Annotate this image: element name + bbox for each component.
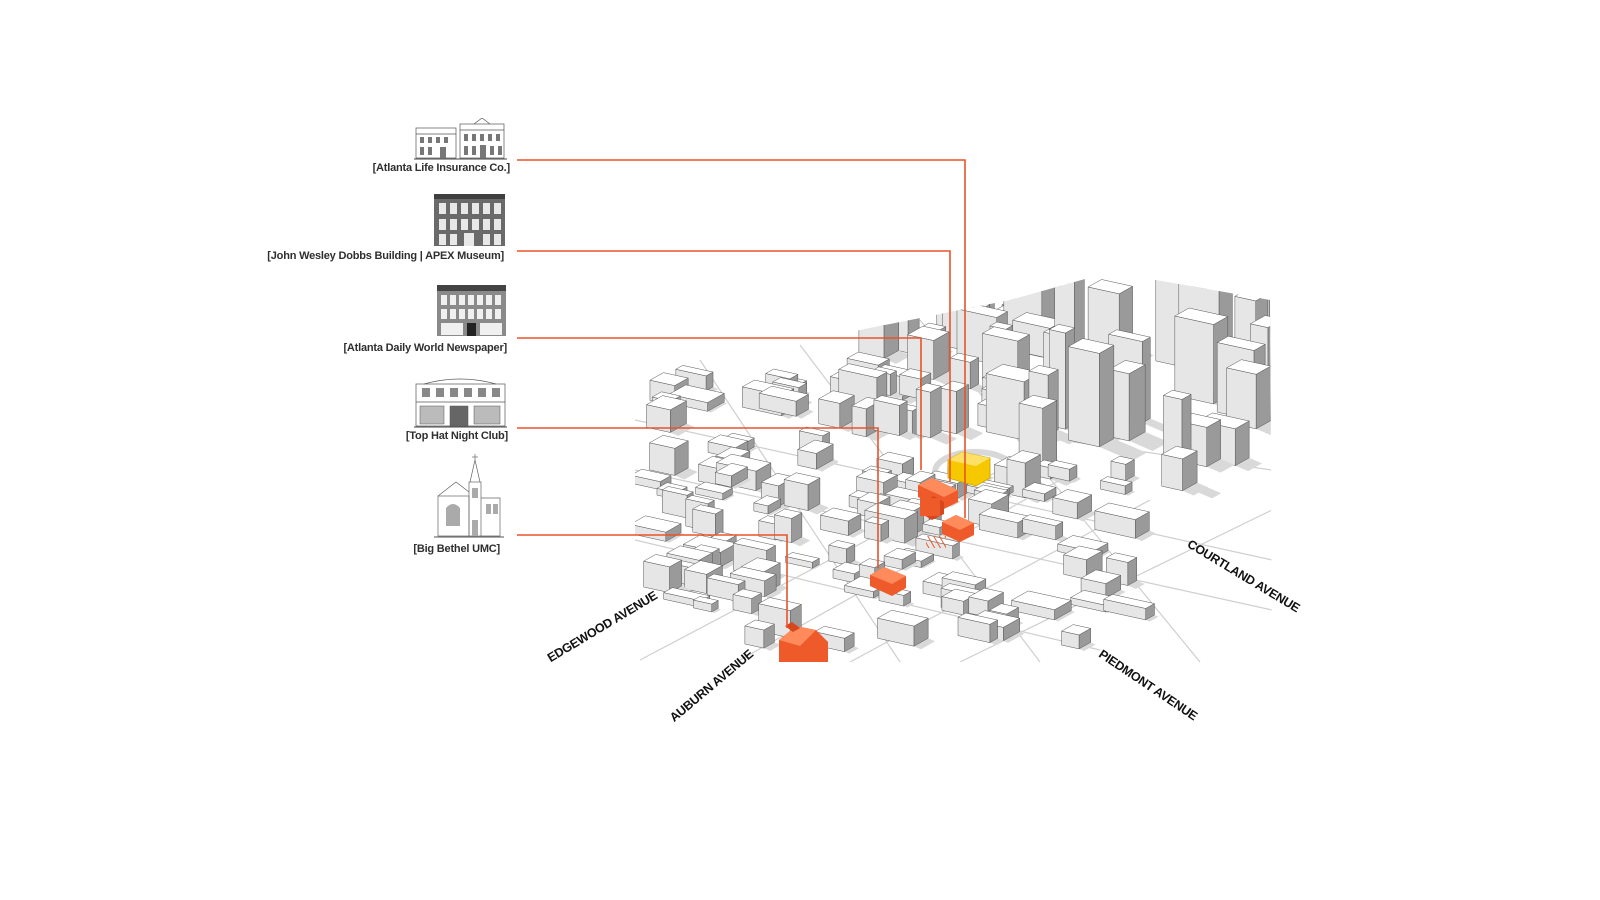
storefront-building-icon [414,376,507,428]
plaza-hatch [926,536,946,548]
leader-line-big-bethel [517,534,788,628]
brick-office-building-icon [432,190,507,248]
leader-line-atlanta-life [517,159,966,518]
landmark-label-dobbs-apex: [John Wesley Dobbs Building | APEX Museu… [267,250,504,262]
leader-lines [517,159,966,628]
landmark-label-big-bethel: [Big Bethel UMC] [413,543,500,555]
landmark-label-top-hat: [Top Hat Night Club] [405,430,508,442]
church-steeple-icon [434,452,504,538]
leader-line-daily-world [517,337,922,470]
twin-facade-building-icon [414,118,507,160]
city-blocks [635,272,1272,662]
leader-line-top-hat [517,427,879,568]
landmark-label-daily-world: [Atlanta Daily World Newspaper] [343,342,507,354]
highlight-building [947,451,991,487]
landmark-buildings [779,478,974,662]
landmark-building-atlanta-life [942,515,974,542]
landmark-building-big-bethel [779,622,828,662]
context-buildings [635,272,1272,654]
landmark-building-top-hat [870,567,906,596]
newspaper-building-icon [436,283,507,337]
landmark-building-daily-world [920,498,940,516]
leader-line-dobbs [517,250,951,482]
landmark-label-atlanta-life: [Atlanta Life Insurance Co.] [372,162,511,174]
